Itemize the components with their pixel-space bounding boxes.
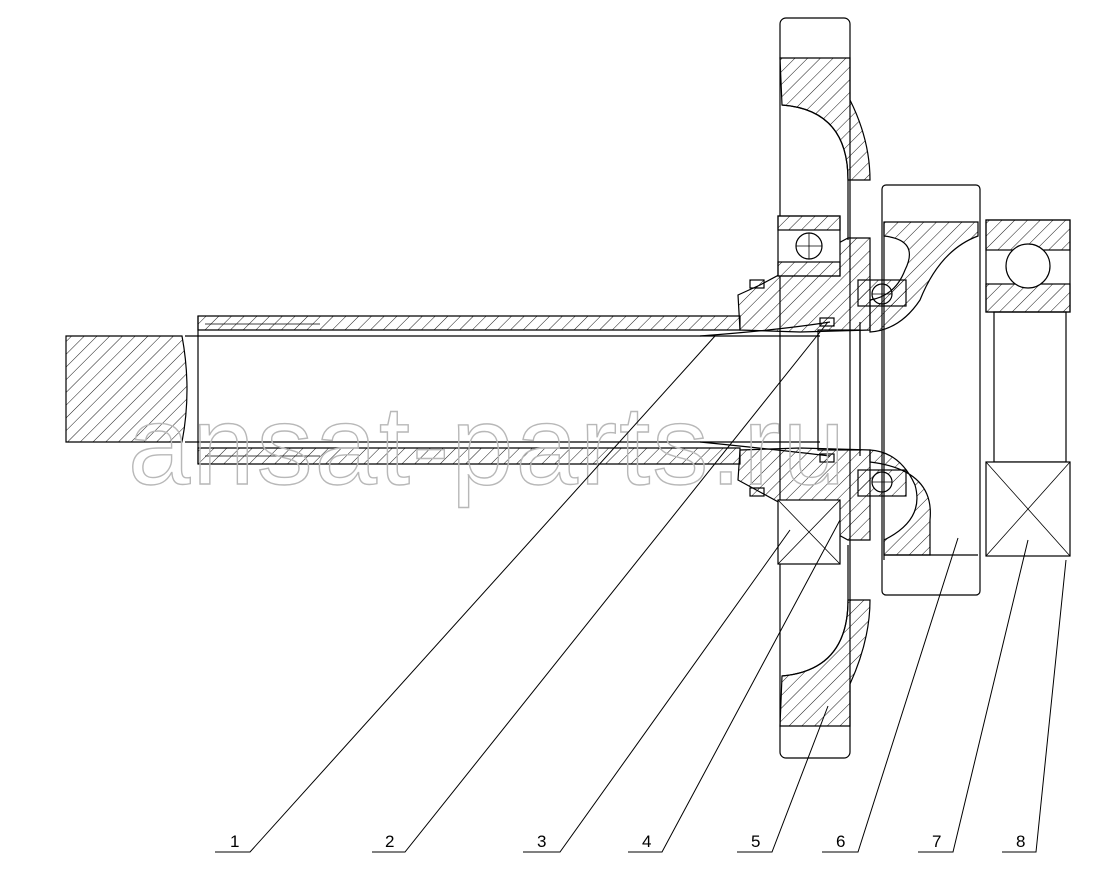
callout-label-1: 1 [230,832,239,851]
leader-8 [1002,559,1067,853]
leader-lines [215,321,1067,853]
leader-1 [215,335,716,853]
leader-7 [918,539,1029,853]
callout-label-8: 8 [1016,832,1025,851]
callout-label-4: 4 [642,832,651,851]
flange-housing [869,184,981,596]
callout-label-7: 7 [932,832,941,851]
bearing-top [777,215,841,277]
callout-label-3: 3 [537,832,546,851]
leader-2 [372,321,829,853]
callout-label-6: 6 [836,832,845,851]
gear-wheel [779,17,871,759]
callout-label-5: 5 [751,832,760,851]
callout-label-2: 2 [385,832,394,851]
shaft [65,279,861,497]
bearing-bottom [777,499,841,565]
leader-4 [628,519,841,853]
leader-6 [822,537,959,853]
leader-3 [523,529,791,853]
end-bearing [985,219,1071,557]
watermark: ansat-parts.ru [128,383,847,508]
leader-5 [737,705,829,853]
callouts: 1 2 3 4 5 6 7 8 [230,832,1025,851]
